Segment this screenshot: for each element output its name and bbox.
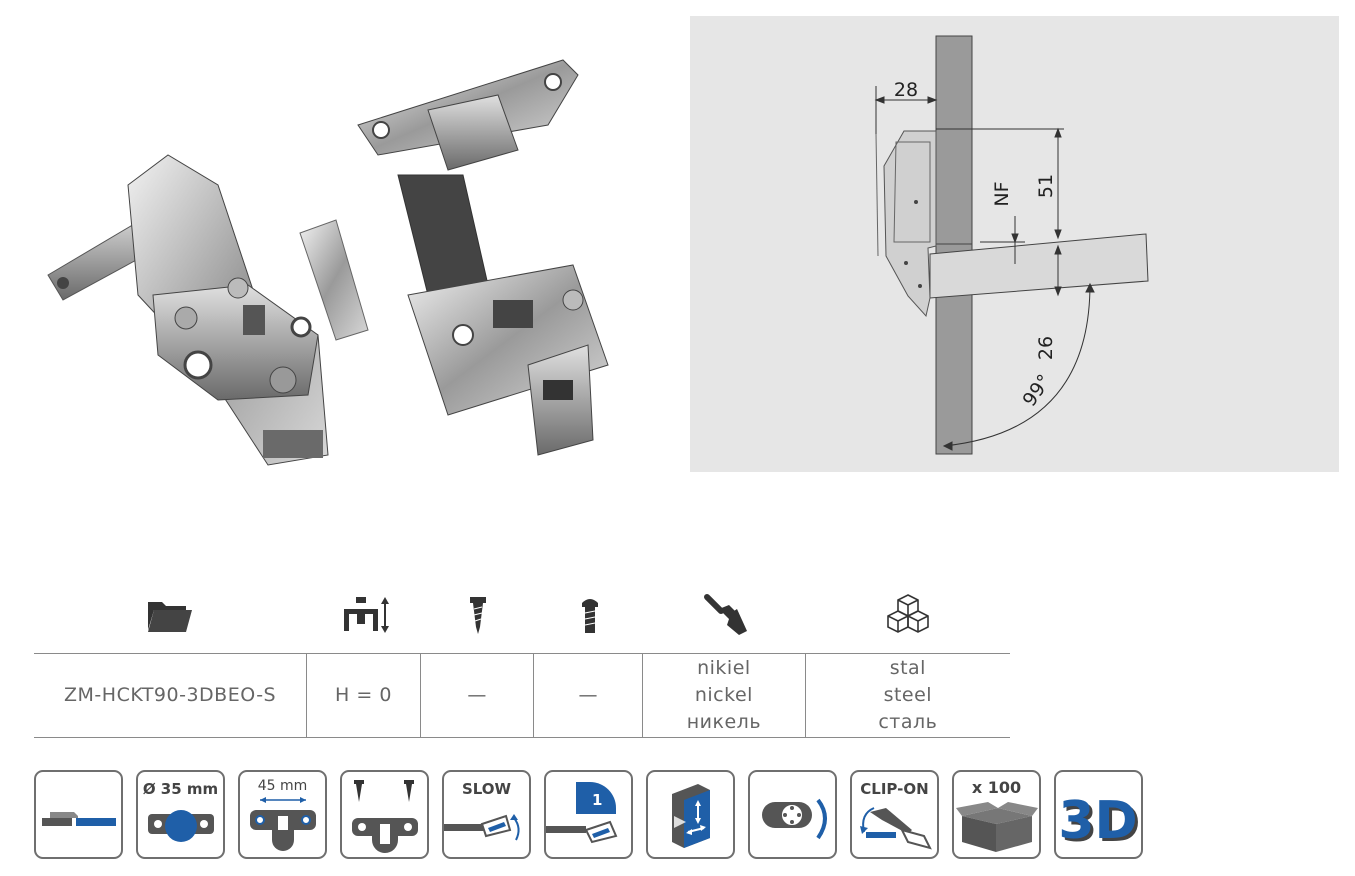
cover-cap-image bbox=[299, 219, 369, 341]
soft-close-label: SLOW bbox=[461, 780, 512, 798]
material-en: steel bbox=[883, 684, 933, 706]
door-panel bbox=[929, 233, 1149, 299]
one-step-label: 1 bbox=[592, 791, 602, 809]
hinge-outline bbox=[883, 130, 937, 318]
cup-diameter-label: Ø 35 mm bbox=[142, 780, 219, 798]
closed-hinge-image bbox=[47, 154, 329, 466]
quantity-label: x 100 bbox=[971, 778, 1022, 797]
dim-51-label: 51 bbox=[1035, 174, 1057, 198]
material-ru: сталь bbox=[878, 711, 938, 733]
3d-label-front: 3D bbox=[1058, 791, 1137, 851]
product-code: ZM-HCKT90-3DBEO-S bbox=[64, 684, 277, 706]
clip-on-label: CLIP-ON bbox=[860, 780, 929, 798]
dim-nf-label: NF bbox=[991, 181, 1013, 206]
screw-mounting-icon bbox=[340, 770, 429, 859]
finish-en: nickel bbox=[694, 684, 753, 706]
mounting-plate-height-icon bbox=[325, 585, 405, 645]
euro-screw-icon bbox=[550, 585, 630, 645]
material-cell: stal steel сталь bbox=[806, 654, 1010, 737]
euro-screw-value: — bbox=[578, 684, 599, 706]
material-pl: stal bbox=[889, 657, 926, 679]
cup-diameter-icon: Ø 35 mm bbox=[136, 770, 225, 859]
eccentric-adjust-icon bbox=[748, 770, 837, 859]
cabinet-side-panel bbox=[935, 35, 973, 245]
product-photo bbox=[18, 35, 633, 475]
angle-label: 99° bbox=[1018, 370, 1055, 410]
product-code-cell: ZM-HCKT90-3DBEO-S bbox=[34, 654, 308, 737]
wood-screw-value: — bbox=[467, 684, 487, 706]
euro-screw-cell: — bbox=[534, 654, 644, 737]
one-step-icon: 1 bbox=[544, 770, 633, 859]
3d-adjustment-box-icon bbox=[646, 770, 735, 859]
screw-spacing-label: 45 mm bbox=[257, 778, 308, 794]
finish-pl: nikiel bbox=[697, 657, 751, 679]
paint-brush-icon bbox=[686, 585, 766, 645]
open-hinge-image bbox=[357, 59, 609, 456]
technical-drawing: 28 51 NF 26 99° bbox=[690, 16, 1339, 472]
wood-screw-icon bbox=[438, 585, 518, 645]
dim-28-label: 28 bbox=[894, 79, 918, 101]
full-overlay-icon bbox=[34, 770, 123, 859]
screw-spacing-icon: 45 mm bbox=[238, 770, 327, 859]
dim-26-label: 26 bbox=[1035, 336, 1057, 360]
3d-model-icon: 3D 3D bbox=[1054, 770, 1143, 859]
height-cell: H = 0 bbox=[307, 654, 421, 737]
soft-close-icon: SLOW bbox=[442, 770, 531, 859]
folder-icon bbox=[130, 585, 210, 645]
clip-on-icon: CLIP-ON bbox=[850, 770, 939, 859]
spec-table: ZM-HCKT90-3DBEO-S H = 0 — — nikiel nicke… bbox=[34, 653, 1010, 738]
3d-label: 3D bbox=[1061, 794, 1140, 854]
finish-cell: nikiel nickel никель bbox=[643, 654, 806, 737]
finish-ru: никель bbox=[686, 711, 762, 733]
plate-height-value: H = 0 bbox=[335, 684, 392, 706]
material-cubes-icon bbox=[868, 585, 948, 645]
wood-screw-cell: — bbox=[421, 654, 535, 737]
quantity-box-icon: x 100 bbox=[952, 770, 1041, 859]
